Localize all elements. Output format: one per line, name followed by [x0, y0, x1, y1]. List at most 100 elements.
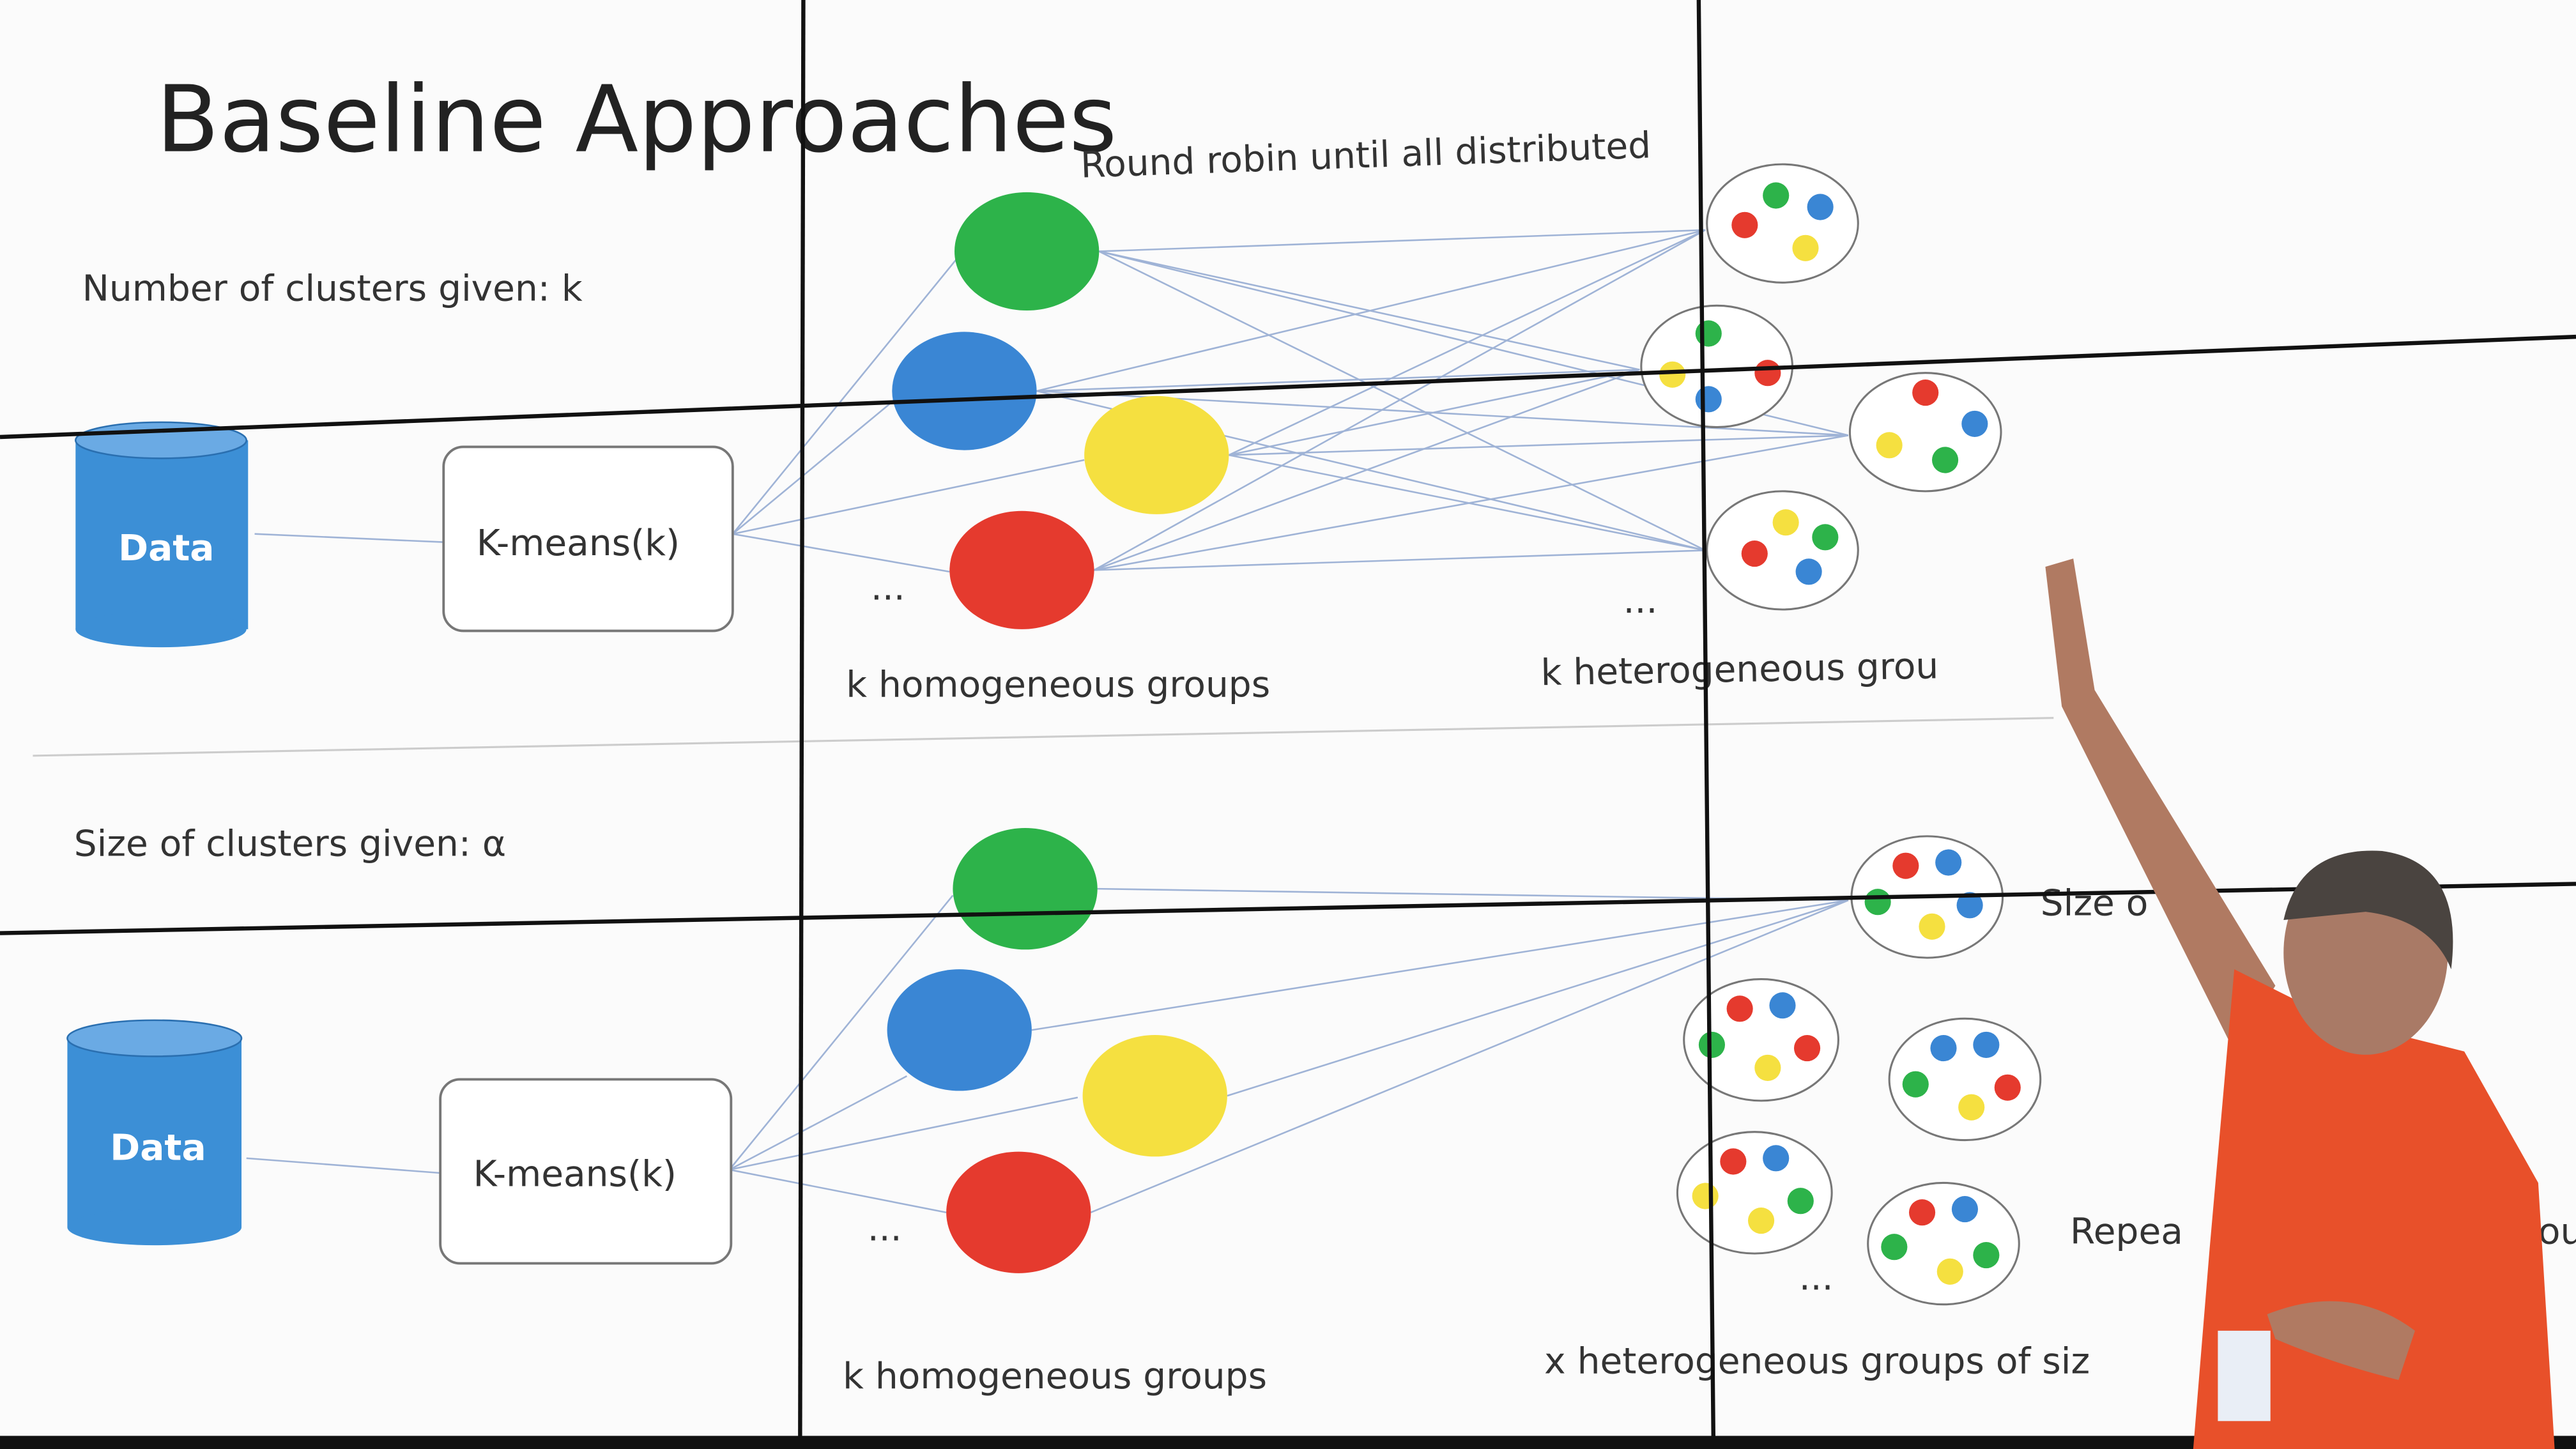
heterogeneous-group	[1706, 490, 1859, 611]
repeat-note-tail: ou	[2538, 1211, 2576, 1253]
red-member-dot	[1720, 1148, 1747, 1175]
yellow-cluster-bottom	[1082, 1035, 1227, 1157]
yellow-member-dot	[1772, 509, 1799, 536]
arrow-connector	[1229, 434, 1848, 456]
red-member-dot	[1892, 852, 1919, 879]
yellow-member-dot	[1876, 432, 1903, 459]
blue-member-dot	[1807, 194, 1834, 220]
arrow-connector	[732, 533, 950, 573]
yellow-member-dot	[1958, 1094, 1985, 1121]
heterogeneous-group	[1888, 1017, 2042, 1142]
blue-member-dot	[1695, 386, 1722, 413]
kmeans-box-top	[442, 445, 734, 632]
blue-cluster-top	[892, 332, 1037, 450]
red-member-dot	[1741, 540, 1768, 567]
ellipsis-left-bottom: ...	[868, 1207, 902, 1249]
data-cylinder-bottom	[66, 1019, 243, 1246]
blue-member-dot	[1951, 1196, 1978, 1223]
arrow-connector	[1229, 369, 1640, 456]
yellow-member-dot	[1754, 1054, 1781, 1081]
yellow-member-dot	[1748, 1208, 1775, 1234]
homogeneous-label-bottom: k homogeneous groups	[843, 1355, 1267, 1397]
blue-cluster-bottom	[887, 969, 1032, 1091]
arrow-connector	[1094, 369, 1640, 571]
heterogeneous-groups-top	[1640, 163, 2002, 611]
green-cluster-bottom	[953, 828, 1098, 950]
kmeans-label-bottom: K-means(k)	[473, 1153, 677, 1195]
green-member-dot	[1864, 889, 1891, 916]
blue-member-dot	[1795, 558, 1822, 585]
green-member-dot	[1763, 182, 1790, 209]
ellipsis-left-top: ...	[871, 567, 905, 609]
kmeans-label-top: K-means(k)	[477, 522, 680, 564]
yellow-member-dot	[1692, 1183, 1719, 1209]
presenter	[2045, 558, 2555, 1449]
yellow-cluster-top	[1084, 395, 1229, 514]
ellipsis-right-top: ...	[1623, 579, 1658, 622]
homogeneous-label-top: k homogeneous groups	[846, 663, 1270, 705]
green-member-dot	[1698, 1031, 1725, 1058]
heterogeneous-group	[1676, 1131, 1833, 1255]
green-member-dot	[1932, 447, 1959, 473]
red-member-dot	[1731, 211, 1758, 238]
yellow-member-dot	[1919, 913, 1945, 940]
yellow-member-dot	[1936, 1258, 1963, 1285]
arrow-connector	[732, 398, 896, 535]
ellipsis-right-bottom: ...	[1799, 1257, 1834, 1299]
green-cluster-top	[954, 192, 1100, 310]
blue-member-dot	[1973, 1031, 2000, 1058]
arrow-connector	[732, 259, 957, 535]
arrow-connector	[1228, 229, 1706, 456]
blue-member-dot	[1961, 410, 1988, 437]
arrow-connector	[732, 459, 1085, 535]
blue-member-dot	[1956, 892, 1983, 919]
arrow-connector	[1036, 229, 1706, 392]
heterogeneous-groups-bottom	[1676, 835, 2042, 1306]
top-heading: Number of clusters given: k	[82, 268, 583, 310]
yellow-member-dot	[1659, 361, 1686, 388]
heterogeneous-label-bottom: x heterogeneous groups of siz	[1544, 1340, 2090, 1383]
red-member-dot	[1726, 995, 1753, 1022]
heterogeneous-group	[1867, 1181, 2020, 1306]
arrow-connector	[729, 1169, 947, 1213]
repeat-note: Repea	[2070, 1211, 2183, 1253]
section-divider	[33, 717, 2054, 757]
size-note: Size o	[2041, 882, 2149, 924]
arrow-connector	[729, 1096, 1078, 1171]
red-member-dot	[1794, 1035, 1821, 1062]
data-cylinder-top	[75, 421, 249, 648]
green-member-dot	[1902, 1071, 1929, 1098]
heterogeneous-group	[1848, 372, 2002, 493]
green-member-dot	[1695, 320, 1722, 347]
blue-member-dot	[1930, 1035, 1957, 1062]
arrow-connector	[1227, 899, 1849, 1097]
arrow-connector	[1094, 434, 1849, 571]
blue-member-dot	[1769, 992, 1796, 1019]
arrow-connector	[1094, 549, 1706, 571]
green-member-dot	[1787, 1188, 1814, 1215]
blue-member-dot	[1763, 1145, 1790, 1172]
arrow-connector	[1036, 369, 1640, 392]
arrow-connector	[729, 1075, 908, 1170]
slide-title: Baseline Approaches	[156, 66, 1117, 173]
data-label-top: Data	[118, 527, 214, 569]
heterogeneous-group	[1683, 978, 1839, 1102]
red-cluster-bottom	[946, 1151, 1091, 1273]
heterogeneous-label-top: k heterogeneous grou	[1540, 645, 1939, 694]
red-member-dot	[1754, 360, 1781, 387]
arrow-connector	[1090, 899, 1849, 1213]
heterogeneous-group	[1706, 163, 1859, 284]
bottom-heading: Size of clusters given: α	[74, 823, 506, 865]
red-member-dot	[1912, 379, 1939, 406]
green-member-dot	[1881, 1234, 1908, 1261]
red-member-dot	[1909, 1199, 1936, 1226]
red-cluster-top	[949, 510, 1094, 629]
kmeans-box-bottom	[439, 1078, 733, 1265]
blue-member-dot	[1935, 849, 1962, 876]
arrow-connector	[254, 533, 444, 543]
arrow-connector	[246, 1157, 441, 1174]
arrow-connector	[728, 894, 954, 1170]
